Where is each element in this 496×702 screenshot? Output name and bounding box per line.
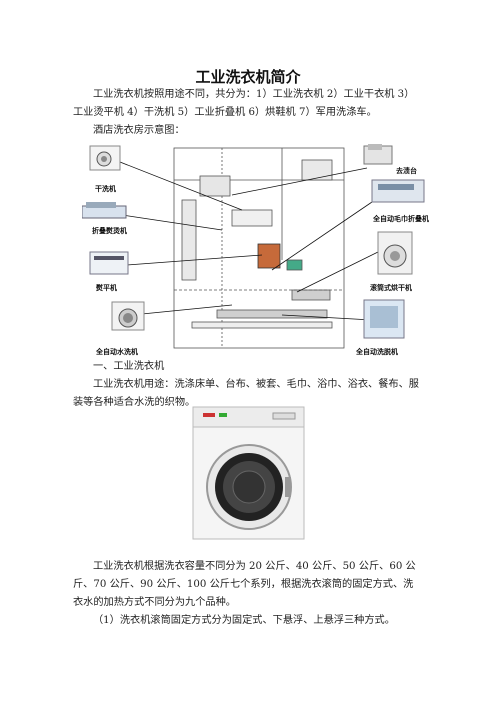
laundry-room-diagram bbox=[82, 144, 425, 349]
section1-item1: （1）洗衣机滚筒固定方式分为固定式、下悬浮、上悬浮三种方式。 bbox=[93, 615, 395, 626]
label-towel-folder: 全自动毛巾折叠机 bbox=[373, 215, 429, 223]
towel-folder-image bbox=[371, 179, 425, 203]
dry-cleaner-image bbox=[89, 145, 121, 171]
washer-image bbox=[111, 301, 145, 331]
connector-lines bbox=[119, 161, 383, 321]
ironer-image bbox=[89, 251, 129, 275]
washer-extractor-image bbox=[363, 299, 405, 339]
label-folder: 折叠熨烫机 bbox=[92, 227, 127, 235]
folder-image bbox=[82, 202, 127, 219]
floor-plan bbox=[173, 147, 345, 349]
label-spotting: 去渍台 bbox=[396, 167, 417, 175]
label-dry-cleaner: 干洗机 bbox=[95, 185, 116, 193]
section1-use-paragraph: 工业洗衣机用途：洗涤床单、台布、被套、毛巾、浴巾、浴衣、餐布、服装等各种适合水洗… bbox=[73, 379, 419, 408]
tumble-dryer-image bbox=[377, 231, 413, 275]
label-washer-extractor: 全自动洗脱机 bbox=[356, 348, 398, 356]
section1-capacity-paragraph: 工业洗衣机根据洗衣容量不同分为 20 公斤、40 公斤、50 公斤、60 公斤、… bbox=[73, 561, 416, 608]
page-title: 工业洗衣机简介 bbox=[195, 68, 301, 86]
label-washer: 全自动水洗机 bbox=[96, 348, 138, 356]
hotel-diagram-caption: 酒店洗衣房示意图： bbox=[93, 125, 185, 136]
label-ironer: 熨平机 bbox=[96, 284, 117, 292]
label-tumble-dryer: 滚筒式烘干机 bbox=[370, 284, 412, 292]
spotting-table-image bbox=[363, 144, 393, 165]
section1-heading: 一、工业洗衣机 bbox=[93, 361, 165, 372]
intro-paragraph: 工业洗衣机按照用途不同，共分为：1）工业洗衣机 2）工业干衣机 3）工业烫平机 … bbox=[73, 89, 415, 118]
industrial-washer-image bbox=[192, 406, 305, 540]
